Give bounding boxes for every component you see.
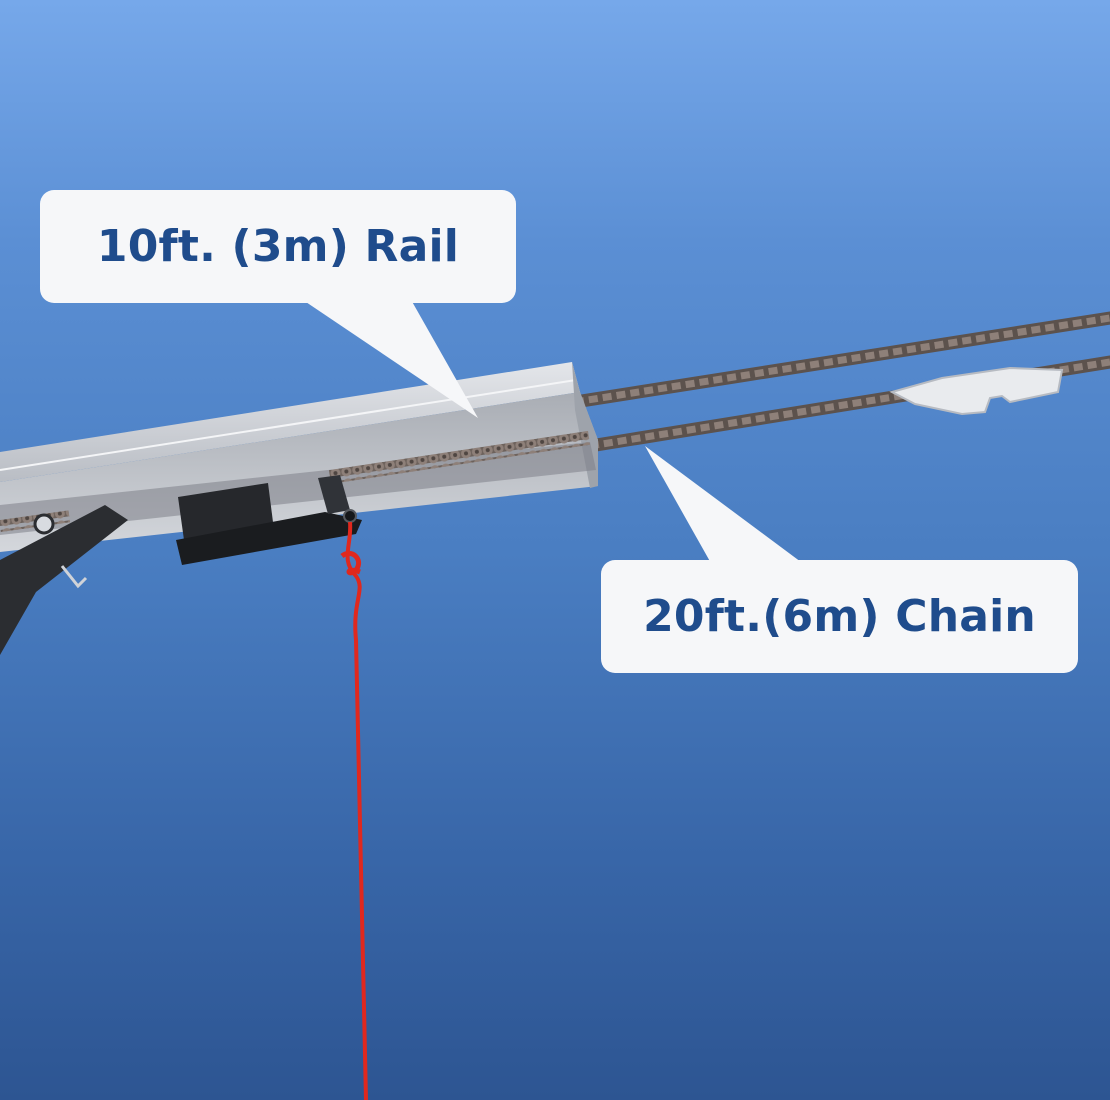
chain-bracket [889,366,1064,416]
trolley [176,475,362,565]
release-cord [340,521,368,1100]
chain-length-label: 20ft.(6m) Chain [643,591,1036,642]
upper-chain-strand [568,311,1110,409]
rail-length-label: 10ft. (3m) Rail [96,221,460,272]
rail-length-callout: 10ft. (3m) Rail [40,190,516,303]
rail-inner-chain [328,430,591,484]
chain-callout-pointer [645,446,805,565]
rail [0,362,598,552]
chain-length-callout: 20ft.(6m) Chain [601,560,1078,673]
door-arm [0,505,128,655]
rail-callout-pointer [300,298,478,418]
